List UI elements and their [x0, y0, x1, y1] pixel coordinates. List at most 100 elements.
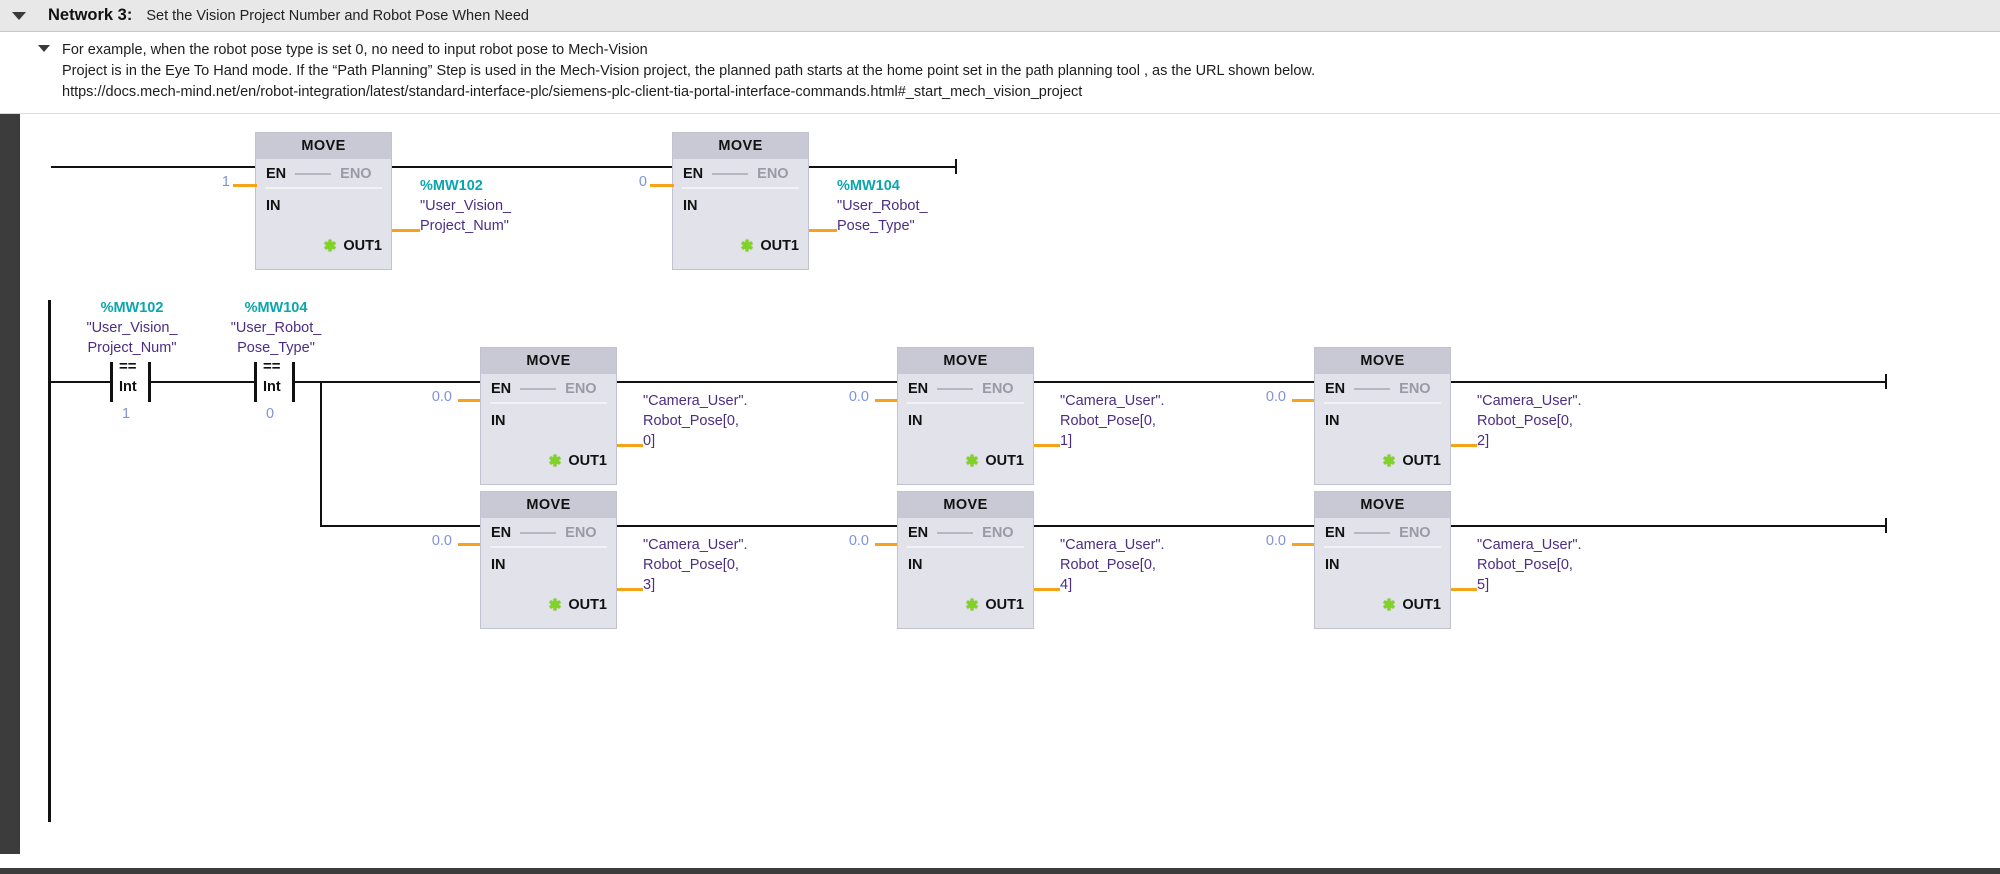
- move-block-robot-pose-3[interactable]: MOVE EN ENO IN ✱ OUT1: [480, 491, 617, 629]
- en-label[interactable]: EN: [908, 381, 929, 397]
- editor-bottom-strip: [0, 868, 2000, 874]
- move-4-operand-symbol-1: "Camera_User".: [1060, 537, 1165, 553]
- in-label[interactable]: IN: [491, 413, 506, 429]
- move-5-operand[interactable]: "Camera_User". Robot_Pose[0, 5]: [1477, 535, 1582, 595]
- eno-label[interactable]: ENO: [982, 525, 1014, 541]
- move-block-title: MOVE: [481, 492, 616, 518]
- in-label[interactable]: IN: [908, 413, 923, 429]
- eno-label[interactable]: ENO: [565, 381, 597, 397]
- en-label[interactable]: EN: [683, 166, 704, 182]
- branch-top-wire-3: [1451, 381, 1887, 383]
- row-separator: [682, 187, 799, 189]
- out1-label[interactable]: OUT1: [568, 453, 607, 469]
- move-2-in-literal[interactable]: 0.0: [1265, 389, 1286, 405]
- out1-label[interactable]: OUT1: [985, 597, 1024, 613]
- move-2-operand[interactable]: "Camera_User". Robot_Pose[0, 2]: [1477, 391, 1582, 451]
- move-block-vision-project-num[interactable]: MOVE EN ENO IN ✱ OUT1: [255, 132, 392, 270]
- en-label[interactable]: EN: [908, 525, 929, 541]
- out1-label[interactable]: OUT1: [985, 453, 1024, 469]
- move-b-in-literal[interactable]: 0: [638, 174, 647, 190]
- contact-1-compare-value[interactable]: 1: [122, 406, 131, 422]
- out1-label[interactable]: OUT1: [1402, 597, 1441, 613]
- comment-line-1: For example, when the robot pose type is…: [62, 42, 648, 58]
- move-row-en: EN ENO: [256, 159, 391, 189]
- move-row-out: ✱ OUT1: [673, 223, 808, 269]
- contact-2-label[interactable]: %MW104 "User_Robot_ Pose_Type": [196, 298, 356, 358]
- rung2-wire-c: [294, 381, 322, 383]
- move-a-operand[interactable]: %MW102 "User_Vision_ Project_Num": [420, 176, 511, 236]
- move-1-in-literal[interactable]: 0.0: [848, 389, 869, 405]
- eno-label[interactable]: ENO: [1399, 381, 1431, 397]
- move-1-operand[interactable]: "Camera_User". Robot_Pose[0, 1]: [1060, 391, 1165, 451]
- move-5-in-connector: [1292, 543, 1314, 546]
- move-2-in-connector: [1292, 399, 1314, 402]
- eno-divider: [712, 173, 749, 175]
- branch-top-end-cap: [1885, 374, 1887, 389]
- move-row-out: ✱ OUT1: [1315, 582, 1450, 628]
- eno-label[interactable]: ENO: [982, 381, 1014, 397]
- asterisk-green-icon: ✱: [965, 596, 979, 614]
- move-4-operand[interactable]: "Camera_User". Robot_Pose[0, 4]: [1060, 535, 1165, 595]
- out1-label[interactable]: OUT1: [568, 597, 607, 613]
- en-label[interactable]: EN: [266, 166, 287, 182]
- en-label[interactable]: EN: [1325, 381, 1346, 397]
- network-subtitle[interactable]: Set the Vision Project Number and Robot …: [146, 7, 529, 24]
- comment-line-3-url[interactable]: https://docs.mech-mind.net/en/robot-inte…: [62, 84, 1083, 100]
- contact-1-label[interactable]: %MW102 "User_Vision_ Project_Num": [52, 298, 212, 358]
- network-collapse-triangle-down-icon[interactable]: [12, 11, 26, 20]
- branch-top-wire-2: [1034, 381, 1314, 383]
- in-label[interactable]: IN: [1325, 413, 1340, 429]
- move-0-operand[interactable]: "Camera_User". Robot_Pose[0, 0]: [643, 391, 748, 451]
- eno-divider: [1354, 388, 1391, 390]
- asterisk-green-icon: ✱: [323, 237, 337, 255]
- move-0-in-literal[interactable]: 0.0: [431, 389, 452, 405]
- move-3-operand[interactable]: "Camera_User". Robot_Pose[0, 3]: [643, 535, 748, 595]
- move-3-in-literal[interactable]: 0.0: [431, 533, 452, 549]
- branch-bottom-wire-2: [1034, 525, 1314, 527]
- eno-divider: [295, 173, 332, 175]
- network-comment-area[interactable]: For example, when the robot pose type is…: [0, 32, 2000, 114]
- move-b-operand[interactable]: %MW104 "User_Robot_ Pose_Type": [837, 176, 928, 236]
- move-a-operand-symbol-1: "User_Vision_: [420, 198, 512, 214]
- en-label[interactable]: EN: [491, 381, 512, 397]
- in-label[interactable]: IN: [491, 557, 506, 573]
- out1-label[interactable]: OUT1: [343, 238, 382, 254]
- move-block-robot-pose-2[interactable]: MOVE EN ENO IN ✱ OUT1: [1314, 347, 1451, 485]
- row-separator: [1324, 402, 1441, 404]
- move-a-in-literal[interactable]: 1: [221, 174, 230, 190]
- move-0-in-connector: [458, 399, 480, 402]
- comment-text-block: For example, when the robot pose type is…: [62, 40, 2000, 103]
- contact-2-bar-right: [292, 362, 295, 402]
- move-b-operand-symbol-1: "User_Robot_: [837, 198, 928, 214]
- in-label[interactable]: IN: [683, 198, 698, 214]
- eno-label[interactable]: ENO: [1399, 525, 1431, 541]
- rung1-end-cap: [955, 159, 957, 174]
- eno-label[interactable]: ENO: [757, 166, 789, 182]
- move-block-robot-pose-type[interactable]: MOVE EN ENO IN ✱ OUT1: [672, 132, 809, 270]
- move-block-robot-pose-0[interactable]: MOVE EN ENO IN ✱ OUT1: [480, 347, 617, 485]
- out1-label[interactable]: OUT1: [760, 238, 799, 254]
- move-4-in-literal[interactable]: 0.0: [848, 533, 869, 549]
- in-label[interactable]: IN: [266, 198, 281, 214]
- eno-label[interactable]: ENO: [340, 166, 372, 182]
- comment-collapse-triangle-down-icon[interactable]: [38, 45, 50, 52]
- en-label[interactable]: EN: [1325, 525, 1346, 541]
- rung2-wire-a: [51, 381, 113, 383]
- contact-2-compare-value[interactable]: 0: [266, 406, 275, 422]
- eno-label[interactable]: ENO: [565, 525, 597, 541]
- move-row-out: ✱ OUT1: [256, 223, 391, 269]
- move-block-robot-pose-4[interactable]: MOVE EN ENO IN ✱ OUT1: [897, 491, 1034, 629]
- move-5-in-literal[interactable]: 0.0: [1265, 533, 1286, 549]
- move-block-robot-pose-5[interactable]: MOVE EN ENO IN ✱ OUT1: [1314, 491, 1451, 629]
- branch-bottom-wire-3: [1451, 525, 1887, 527]
- row-separator: [1324, 546, 1441, 548]
- move-block-robot-pose-1[interactable]: MOVE EN ENO IN ✱ OUT1: [897, 347, 1034, 485]
- out1-label[interactable]: OUT1: [1402, 453, 1441, 469]
- in-label[interactable]: IN: [908, 557, 923, 573]
- move-row-in: IN: [481, 548, 616, 582]
- rung1-wire-left: [51, 166, 255, 168]
- en-label[interactable]: EN: [491, 525, 512, 541]
- eno-divider: [937, 532, 974, 534]
- in-label[interactable]: IN: [1325, 557, 1340, 573]
- power-rail: [48, 300, 51, 822]
